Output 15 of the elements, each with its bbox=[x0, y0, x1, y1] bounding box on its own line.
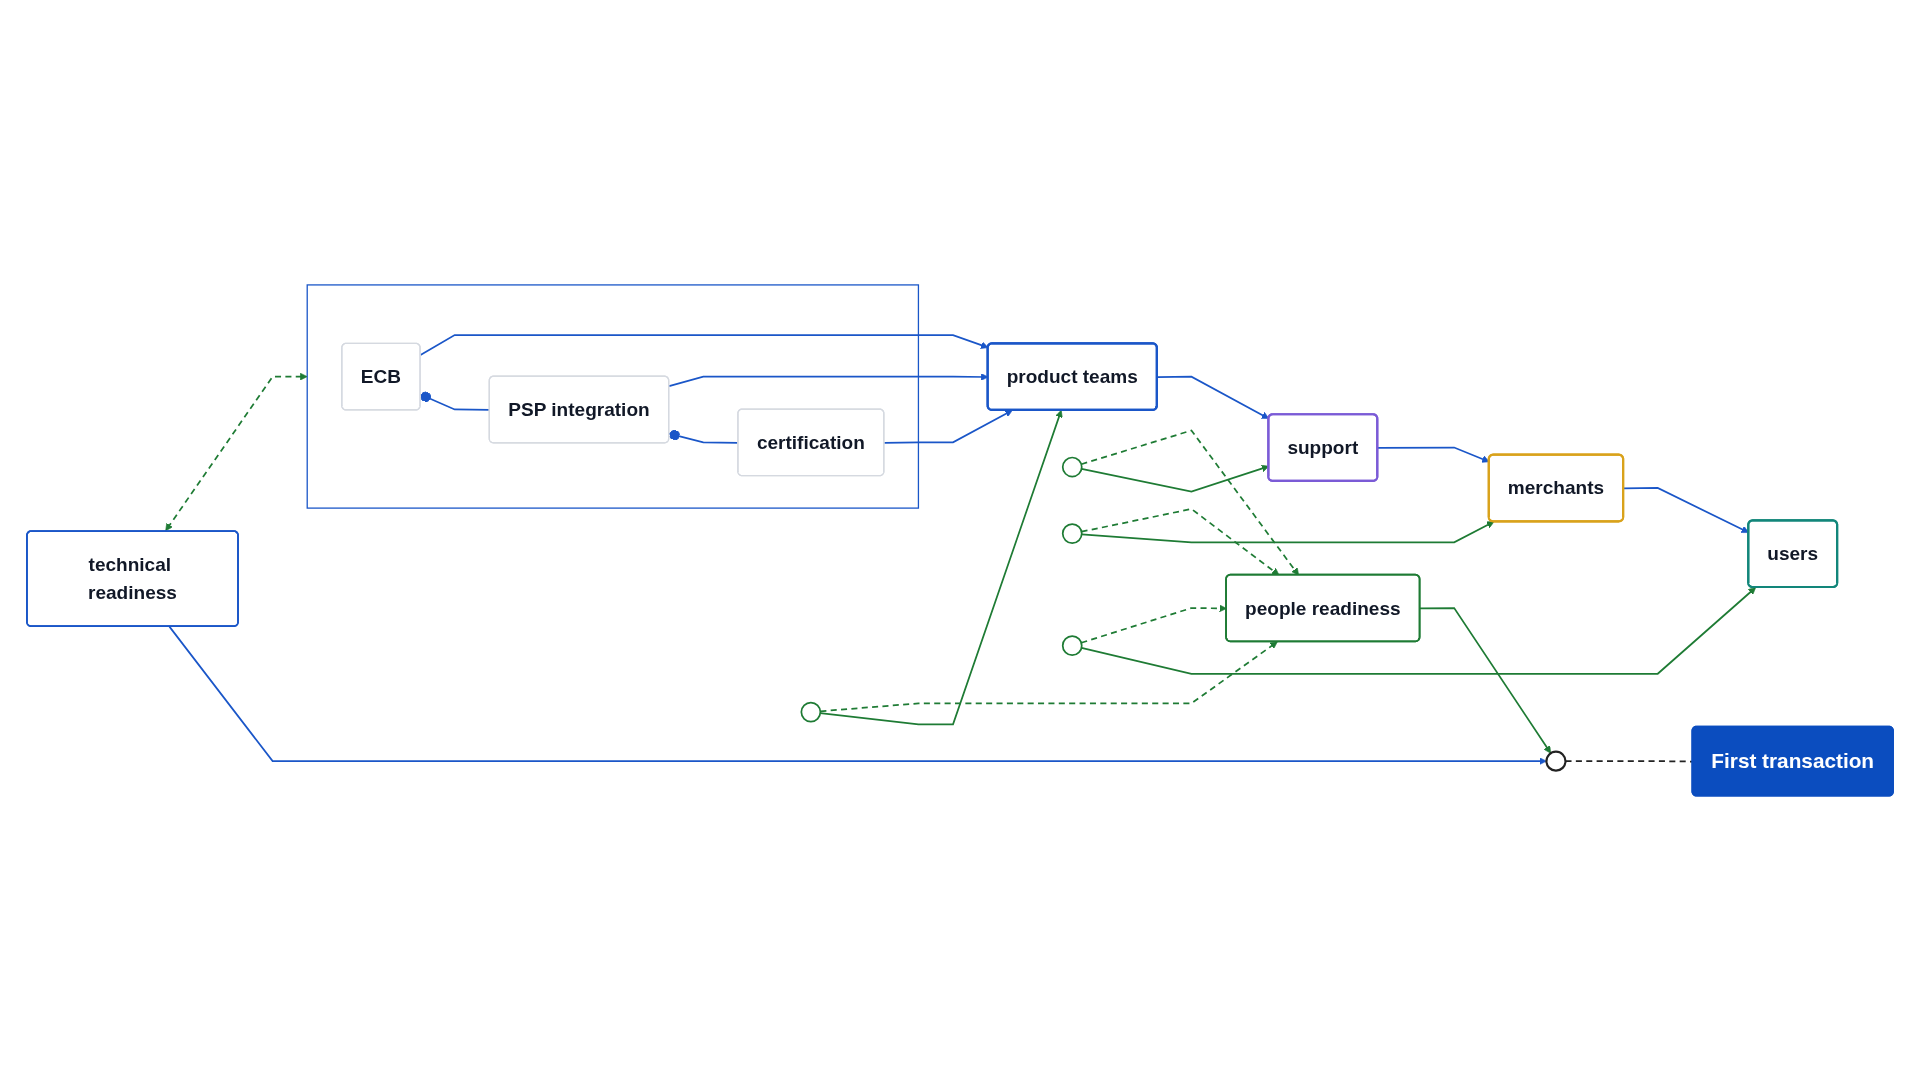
arrow bbox=[1080, 586, 1757, 675]
arrow bbox=[1156, 375, 1270, 419]
arrow bbox=[1419, 606, 1552, 754]
arrow bbox=[883, 409, 1013, 444]
arrow bbox=[165, 372, 308, 531]
arrow bbox=[168, 625, 1547, 765]
connector bbox=[1564, 759, 1694, 763]
cluster bbox=[306, 283, 920, 509]
node-circle bbox=[1061, 634, 1083, 656]
arrow bbox=[1080, 429, 1299, 576]
node-circle bbox=[1545, 750, 1567, 772]
node-circle bbox=[1061, 522, 1083, 544]
node-circle bbox=[800, 701, 822, 723]
node-circle bbox=[1061, 456, 1083, 478]
arrow bbox=[819, 409, 1063, 725]
